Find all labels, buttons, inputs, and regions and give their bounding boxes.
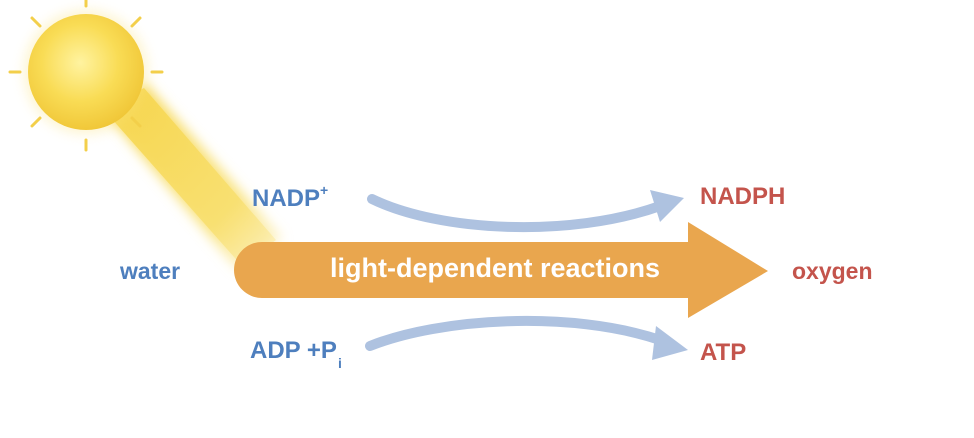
water-label: water — [120, 258, 181, 284]
atp-label: ATP — [700, 339, 747, 366]
pi-subscript: i — [337, 354, 342, 371]
main-arrow — [234, 222, 768, 318]
adp-to-atp-arrow — [365, 315, 688, 360]
nadp-text: NADP — [252, 185, 321, 212]
sun-icon — [8, 0, 164, 152]
nadp-label: NADP+ — [252, 182, 329, 212]
nadp-to-nadph-arrow — [367, 190, 684, 233]
sun-ray-beam — [104, 88, 276, 266]
adp-pi-text: ADP +P — [250, 337, 337, 364]
nadp-charge: + — [320, 182, 329, 198]
oxygen-label: oxygen — [792, 258, 873, 284]
nadph-label: NADPH — [700, 183, 786, 210]
adp-pi-label: ADP +Pi — [250, 337, 342, 370]
main-arrow-label: light-dependent reactions — [330, 253, 661, 283]
